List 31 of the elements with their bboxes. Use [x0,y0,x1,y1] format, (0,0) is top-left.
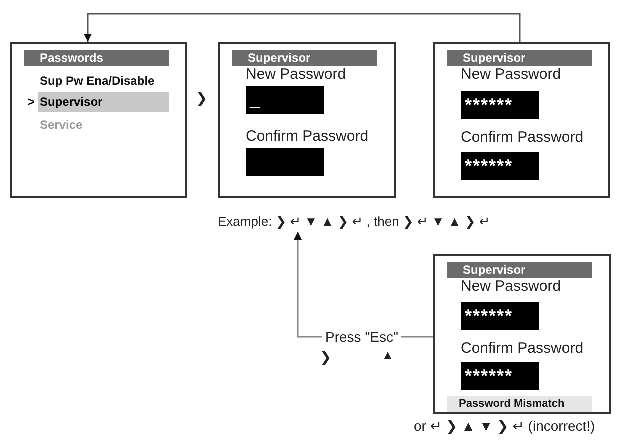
display-screen [433,254,611,414]
menu-item: Sup Pw Ena/Disable [40,73,155,90]
menu-screen [10,42,187,198]
display-screen [433,42,610,198]
display-screen [218,42,396,198]
password-field [246,148,324,176]
example-key-sequence: Example: ❯ ↵ ▼ ▲ ❯ ↵ , then ❯ ↵ ▼ ▲ ❯ ↵ [218,212,490,232]
error-message: Password Mismatch [447,396,592,412]
field-label: New Password [461,66,562,84]
menu-item: Service [40,117,83,134]
key-symbol: ▲ [382,347,394,363]
field-label: Confirm Password [246,128,369,146]
selection-marker: > [28,94,36,110]
key-symbol: ❯ [196,89,208,108]
password-field: ****** [461,302,539,330]
screen-title-bar: Passwords [24,50,169,66]
note-text: or ↵ ❯ ▲ ▼ ❯ ↵ (incorrect!) [414,417,596,436]
field-label: Confirm Password [461,340,584,358]
connector-arrow [84,13,521,42]
field-label: Confirm Password [461,129,584,147]
screen-title-bar: Supervisor [232,50,377,66]
screen-title-bar: Supervisor [447,50,592,66]
key-symbol: ❯ [320,348,332,367]
selected-menu-item: Supervisor [38,92,169,112]
password-field: ****** [461,152,539,180]
field-label: New Password [246,66,346,84]
screen-title-bar: Supervisor [447,262,592,278]
password-field: ****** [461,91,539,119]
field-label: New Password [461,278,562,296]
password-field: _ [246,86,324,114]
password-field: ****** [461,362,539,390]
